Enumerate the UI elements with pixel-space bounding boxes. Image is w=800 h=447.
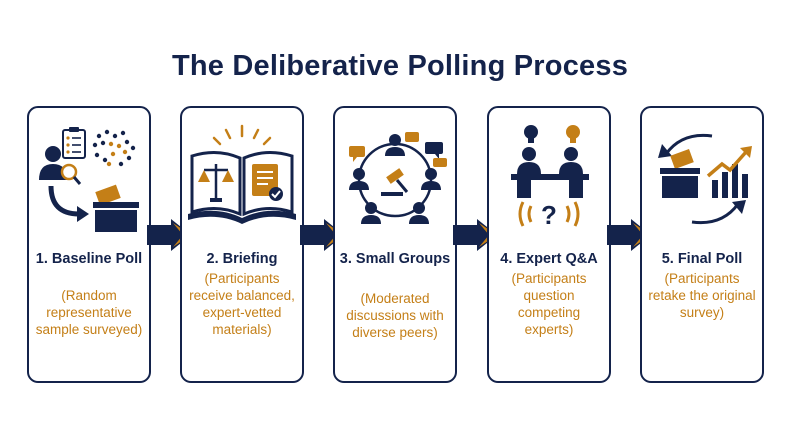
step-card-final-poll: 5. Final Poll (Participants retake the o…	[640, 106, 764, 383]
step-description: (Participants question competing experts…	[511, 271, 587, 337]
step-card-briefing: 2. Briefing (Participants receive balanc…	[180, 106, 304, 383]
step-title: 5. Final Poll	[661, 251, 743, 267]
small-groups-icon	[335, 118, 455, 236]
step-card-small-groups: 3. Small Groups (Moderated discussions w…	[333, 106, 457, 383]
step-description: (Participants receive balanced, expert-v…	[189, 271, 295, 337]
step-description: (Moderated discussions with diverse peer…	[346, 291, 444, 340]
expert-qa-icon: ?	[489, 118, 609, 236]
page-title: The Deliberative Polling Process	[171, 50, 629, 82]
step-title: 2. Briefing	[206, 251, 278, 267]
step-title: 1. Baseline Poll	[35, 251, 143, 267]
step-card-expert-qa: ? 4. Expert Q&A (Participants question c…	[487, 106, 611, 383]
step-description: (Participants retake the original survey…	[648, 271, 756, 320]
step-title: 3. Small Groups	[339, 251, 451, 267]
baseline-poll-icon	[29, 118, 149, 236]
final-poll-icon	[642, 118, 762, 236]
svg-text:?: ?	[541, 200, 557, 230]
step-description: (Random representative sample surveyed)	[35, 288, 143, 337]
step-card-baseline-poll: 1. Baseline Poll (Random representative …	[27, 106, 151, 383]
briefing-book-icon	[182, 118, 302, 236]
step-title: 4. Expert Q&A	[500, 251, 598, 267]
